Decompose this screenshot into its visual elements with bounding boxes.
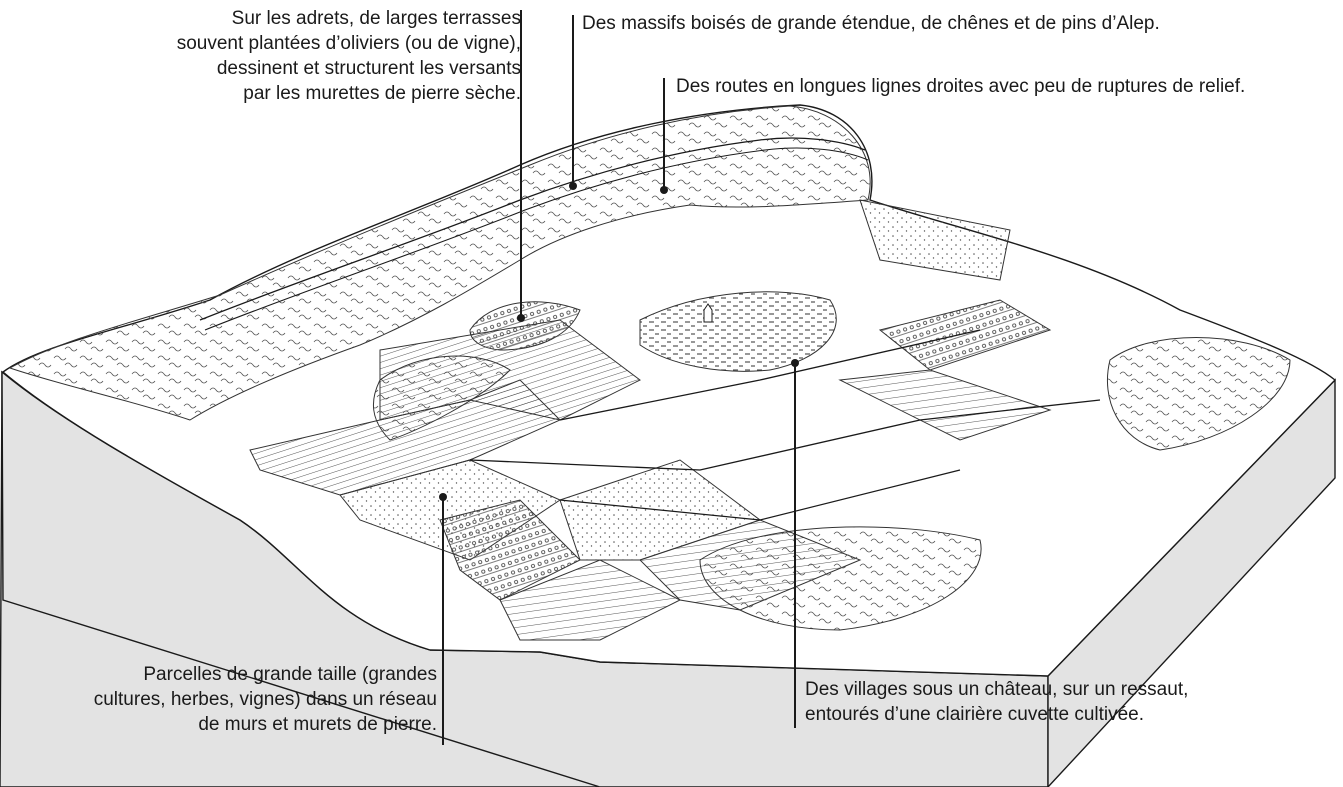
leader-lines (442, 10, 796, 745)
castle-icon (703, 303, 713, 323)
annotation-line: Parcelles de grande taille (grandes (143, 664, 437, 685)
annotation-line: entourés d’une clairière cuvette cultivé… (805, 704, 1145, 725)
ridge-road (199, 137, 866, 321)
straight-road-3 (559, 469, 961, 521)
annotation-roads: Des routes en longues lignes droites ave… (676, 74, 1245, 99)
annotation-line: souvent plantées d’oliviers (ou de vigne… (176, 33, 521, 54)
annotation-line: Des villages sous un château, sur un res… (805, 679, 1189, 700)
annotation-villages: Des villages sous un château, sur un res… (805, 677, 1188, 727)
forest-massif (8, 105, 871, 421)
annotation-terraces: Sur les adrets, de larges terrasses souv… (177, 6, 521, 106)
annotation-line: dessinent et structurent les versants (216, 58, 521, 79)
annotation-forests: Des massifs boisés de grande étendue, de… (582, 11, 1160, 36)
annotation-line: Des routes en longues lignes droites ave… (676, 76, 1246, 97)
annotation-line: Sur les adrets, de larges terrasses (231, 8, 521, 29)
woods-right (1106, 337, 1291, 451)
field-striped-3 (499, 559, 682, 641)
field-vines-2 (878, 299, 1052, 371)
leader-markers (439, 182, 799, 501)
field-vines-1 (439, 499, 581, 601)
ridge-road-edge (204, 147, 869, 331)
annotation-line: par les murettes de pierre sèche. (243, 83, 521, 104)
annotation-line: Des massifs boisés de grande étendue, de… (582, 13, 1160, 34)
woods-front (699, 526, 982, 631)
annotation-line: cultures, herbes, vignes) dans un réseau (93, 689, 437, 710)
field-dotted-3 (859, 199, 1011, 281)
straight-road-1 (559, 329, 981, 421)
village-clearing (639, 291, 837, 372)
straight-road-2 (469, 399, 1101, 471)
annotation-parcels: Parcelles de grande taille (grandes cult… (94, 662, 437, 737)
annotation-line: de murs et murets de pierre. (198, 714, 437, 735)
woods-slope (372, 355, 511, 441)
